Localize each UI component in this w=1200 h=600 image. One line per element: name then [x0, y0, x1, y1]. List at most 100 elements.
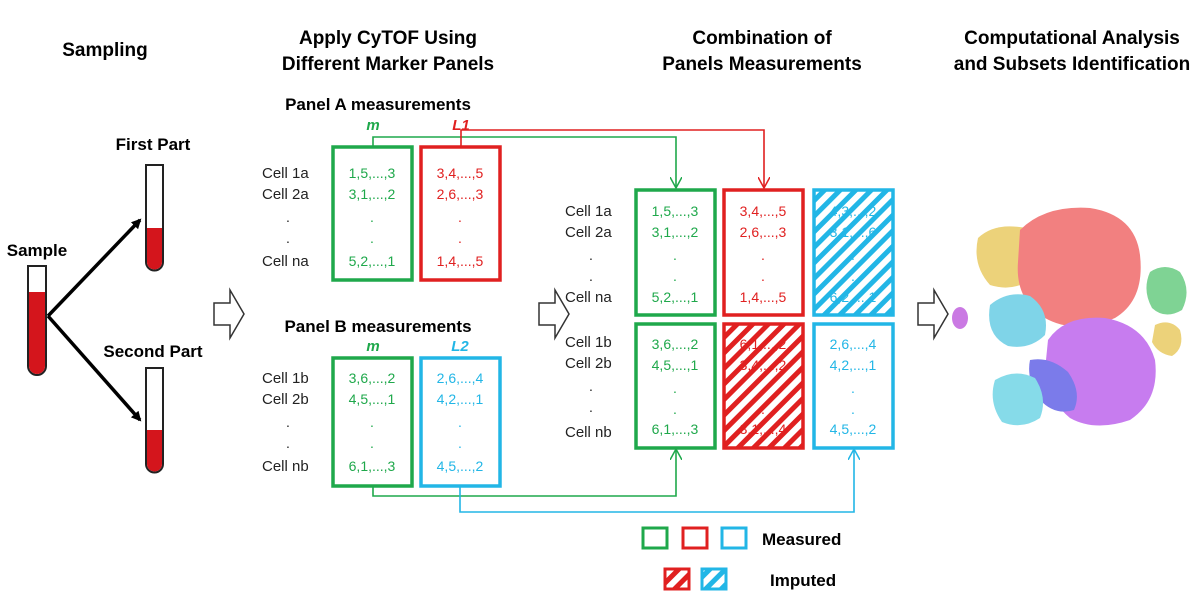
panel-a-row-labels: Cell 1a Cell 2a . . Cell na [262, 165, 309, 270]
combined-top-row-labels: Cell 1a Cell 2a . . Cell na [565, 203, 612, 306]
connector-panel-a-m [372, 136, 676, 188]
value-cell: . [673, 401, 677, 417]
split-arrow-first [46, 218, 142, 318]
value-cell: . [851, 401, 855, 417]
row-label: . [589, 378, 593, 394]
panel-b-l2-label: L2 [451, 338, 469, 355]
combined-cyan-bottom-box [812, 322, 895, 450]
second-part-label: Second Part [103, 342, 203, 361]
value-cell: 2,6,...,3 [437, 186, 484, 202]
cluster-green [1146, 267, 1187, 315]
combined-cyan-top-imputed-box [812, 188, 895, 317]
panel-b-l2-values: 2,6,...,4 4,2,...,1 . . 4,5,...,2 [437, 370, 484, 474]
cluster-cyan-bottom [992, 373, 1044, 426]
combined-green-top-values: 1,5,...,3 3,1,...,2 . . 5,2,...,1 [652, 203, 699, 305]
stage-title-combination-line2: Panels Measurements [662, 54, 862, 75]
value-cell: 5,2,...,1 [349, 253, 396, 269]
row-label: . [286, 230, 290, 246]
tsne-cluster-map-icon [952, 207, 1187, 426]
first-part-tube-icon [145, 164, 164, 272]
value-cell: 6,1,...,3 [349, 458, 396, 474]
cluster-yellow-right [1152, 322, 1182, 356]
value-cell: 3,4,...,5 [740, 203, 787, 219]
panel-a-m-label: m [366, 117, 379, 134]
panel-a-m-values: 1,5,...,3 3,1,...,2 . . 5,2,...,1 [349, 165, 396, 269]
combined-cyan-top-imputed-values: 4,3,...,2 3,1,...,6 . . 6,2,...,1 [830, 203, 877, 305]
value-cell: . [673, 380, 677, 396]
sample-label: Sample [7, 241, 67, 260]
sample-tube-icon [27, 265, 47, 376]
value-cell: 4,2,...,1 [437, 391, 484, 407]
cluster-cyan-mid [989, 294, 1046, 347]
panel-a-l1-values: 3,4,...,5 2,6,...,3 . . 1,4,...,5 [437, 165, 484, 269]
legend-imputed-red-swatch [663, 567, 691, 591]
value-cell: 3,4,...,5 [437, 165, 484, 181]
value-cell: 3,1,...,2 [652, 224, 699, 240]
value-cell: 2,6,...,4 [437, 370, 484, 386]
row-label: Cell na [565, 289, 612, 306]
value-cell: 3,1,...,6 [830, 224, 877, 240]
combined-red-bottom-imputed-values: 6,1,...,2 3,4,...,2 . . 3,1,...,4 [740, 336, 787, 437]
row-label: Cell 2a [262, 186, 309, 203]
value-cell: 4,5,...,1 [349, 391, 396, 407]
value-cell: 4,5,...,1 [652, 357, 699, 373]
value-cell: . [370, 414, 374, 430]
row-label: Cell 2b [262, 391, 309, 408]
value-cell: . [851, 380, 855, 396]
value-cell: 1,4,...,5 [740, 289, 787, 305]
legend: Measured Imputed [641, 526, 841, 591]
value-cell: 4,5,...,2 [437, 458, 484, 474]
value-cell: 5,2,...,1 [652, 289, 699, 305]
value-cell: 6,1,...,2 [740, 336, 787, 352]
value-cell: 3,6,...,2 [349, 370, 396, 386]
row-label: . [589, 399, 593, 415]
panel-b-m-values: 3,6,...,2 4,5,...,1 . . 6,1,...,3 [349, 370, 396, 474]
row-label: Cell nb [565, 424, 612, 441]
row-label: Cell 1a [262, 165, 309, 182]
combined-bottom-row-labels: Cell 1b Cell 2b . . Cell nb [565, 334, 612, 441]
combined-red-top-box [722, 188, 805, 317]
legend-measured-green-swatch [641, 526, 669, 550]
combined-green-bottom-box [634, 322, 717, 450]
split-arrow-second [46, 314, 142, 422]
legend-measured-label: Measured [762, 530, 841, 549]
legend-imputed-cyan-swatch [700, 567, 728, 591]
stage-title-analysis-line2: and Subsets Identification [954, 54, 1190, 75]
value-cell: 3,6,...,2 [652, 336, 699, 352]
row-label: Cell na [262, 253, 309, 270]
value-cell: 6,1,...,3 [652, 421, 699, 437]
value-cell: 1,5,...,3 [349, 165, 396, 181]
row-label: . [589, 268, 593, 284]
value-cell: . [370, 230, 374, 246]
value-cell: . [851, 268, 855, 284]
value-cell: 1,4,...,5 [437, 253, 484, 269]
value-cell: 4,3,...,2 [830, 203, 877, 219]
row-label: Cell nb [262, 458, 309, 475]
value-cell: . [458, 209, 462, 225]
stage-title-analysis-line1: Computational Analysis [964, 28, 1180, 49]
legend-measured-cyan-swatch [720, 526, 748, 550]
stage-arrow-icon [213, 287, 245, 341]
stage-arrow-icon [917, 287, 949, 341]
first-part-label: First Part [116, 135, 191, 154]
row-label: Cell 1b [262, 370, 309, 387]
value-cell: . [458, 230, 462, 246]
row-label: . [286, 209, 290, 225]
panel-b-title: Panel B measurements [284, 317, 471, 336]
connector-panel-b-l2 [459, 449, 854, 513]
cluster-violet-small [952, 307, 968, 329]
value-cell: 3,1,...,2 [349, 186, 396, 202]
value-cell: . [458, 414, 462, 430]
value-cell: . [370, 209, 374, 225]
cluster-red-large [1017, 207, 1141, 327]
panel-b-row-labels: Cell 1b Cell 2b . . Cell nb [262, 370, 309, 475]
combined-cyan-bottom-values: 2,6,...,4 4,2,...,1 . . 4,5,...,2 [830, 336, 877, 437]
stage-arrow-icon [538, 287, 570, 341]
row-label: . [286, 435, 290, 451]
legend-imputed-label: Imputed [770, 571, 836, 590]
panel-b-m-label: m [366, 338, 379, 355]
row-label: Cell 1a [565, 203, 612, 220]
value-cell: 3,1,...,4 [740, 421, 787, 437]
combined-green-top-box [634, 188, 717, 317]
